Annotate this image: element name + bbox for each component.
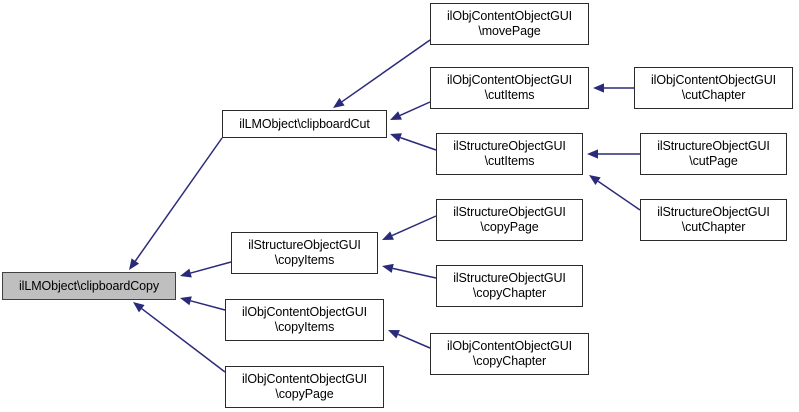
edge-line (597, 180, 641, 211)
graph-node-clipboardCopy[interactable]: ilLMObject\clipboardCopy (2, 272, 176, 300)
graph-node-structCopyChapter[interactable]: ilStructureObjectGUI \copyChapter (436, 265, 583, 307)
graph-node-label: ilStructureObjectGUI \copyPage (453, 205, 566, 234)
edge-arrowhead (388, 330, 400, 339)
graph-node-label: ilObjContentObjectGUI \copyPage (241, 372, 368, 401)
graph-node-label: ilStructureObjectGUI \copyChapter (453, 271, 566, 300)
graph-node-objCopyItems[interactable]: ilObjContentObjectGUI \copyItems (225, 299, 384, 341)
graph-node-objCutChapter[interactable]: ilObjContentObjectGUI \cutChapter (634, 67, 793, 109)
graph-node-structCutItems[interactable]: ilStructureObjectGUI \cutItems (436, 133, 583, 175)
edge-arrowhead (390, 111, 402, 120)
graph-node-objCopyChapter[interactable]: ilObjContentObjectGUI \copyChapter (430, 333, 589, 375)
graph-node-structCutChapter[interactable]: ilStructureObjectGUI \cutChapter (640, 199, 787, 241)
edge-arrowhead (593, 83, 604, 93)
edge-line (134, 137, 223, 262)
edge-line (392, 267, 437, 279)
graph-node-label: ilObjContentObjectGUI \cutChapter (650, 73, 777, 102)
edge-line (397, 333, 431, 349)
graph-node-label: ilObjContentObjectGUI \cutItems (446, 73, 573, 102)
edge-arrowhead (589, 175, 601, 186)
graph-node-objCutItems[interactable]: ilObjContentObjectGUI \cutItems (430, 67, 589, 109)
edge-line (190, 300, 226, 311)
graph-node-label: ilLMObject\clipboardCut (239, 116, 370, 131)
edge-arrowhead (382, 231, 394, 240)
edge-line (391, 215, 437, 237)
edge-arrowhead (133, 302, 145, 313)
graph-node-label: ilLMObject\clipboardCopy (18, 278, 160, 293)
graph-node-label: ilStructureObjectGUI \cutItems (453, 139, 566, 168)
edge-arrowhead (333, 97, 345, 108)
edge-line (400, 136, 437, 151)
edge-arrowhead (180, 296, 192, 306)
graph-node-structCopyItems[interactable]: ilStructureObjectGUI \copyItems (231, 232, 378, 274)
graph-node-label: ilObjContentObjectGUI \movePage (446, 9, 573, 38)
edge-arrowhead (587, 149, 598, 159)
edge-arrowhead (390, 133, 402, 142)
graph-node-structCopyPage[interactable]: ilStructureObjectGUI \copyPage (436, 199, 583, 241)
graph-node-structCutPage[interactable]: ilStructureObjectGUI \cutPage (640, 133, 787, 175)
edge-arrowhead (129, 258, 140, 270)
graph-node-label: ilObjContentObjectGUI \copyChapter (446, 339, 573, 368)
graph-node-objMovePage[interactable]: ilObjContentObjectGUI \movePage (430, 3, 589, 45)
graph-node-label: ilStructureObjectGUI \copyItems (248, 238, 361, 267)
graph-node-label: ilStructureObjectGUI \cutChapter (657, 205, 770, 234)
edge-line (341, 39, 431, 103)
edge-line (141, 308, 226, 373)
graph-node-clipboardCut[interactable]: ilLMObject\clipboardCut (222, 110, 387, 138)
edge-arrowhead (382, 263, 394, 273)
graph-node-label: ilStructureObjectGUI \cutPage (657, 139, 770, 168)
graph-node-objCopyPage[interactable]: ilObjContentObjectGUI \copyPage (225, 366, 384, 408)
edge-line (190, 261, 232, 274)
edge-arrowhead (180, 268, 192, 278)
edge-line (399, 101, 431, 117)
graph-node-label: ilObjContentObjectGUI \copyItems (241, 305, 368, 334)
